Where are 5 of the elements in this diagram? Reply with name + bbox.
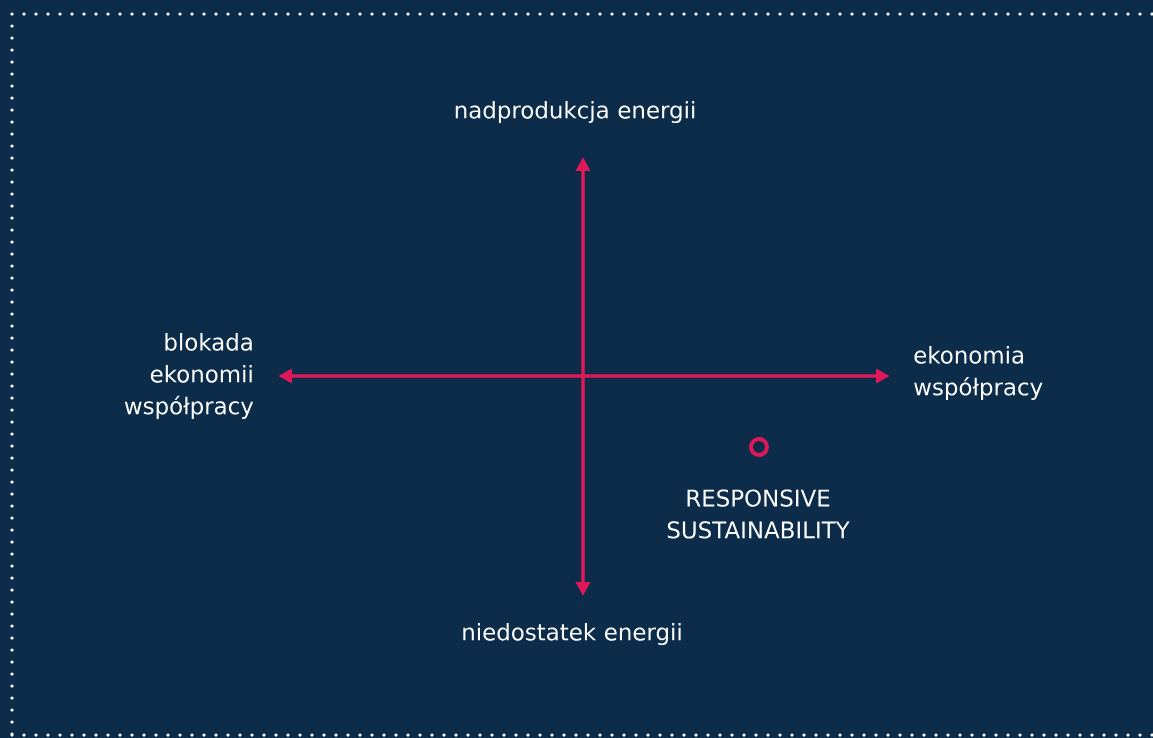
axis-label: niedostatek energii [463,622,681,646]
axis-label: ekonomia współpracy [914,345,1043,400]
axis-label: RESPONSIVE SUSTAINABILITY [667,489,850,539]
axis-label: blokada ekonomii współpracy [124,333,254,419]
axis-label: nadprodukcja energii [455,100,695,124]
